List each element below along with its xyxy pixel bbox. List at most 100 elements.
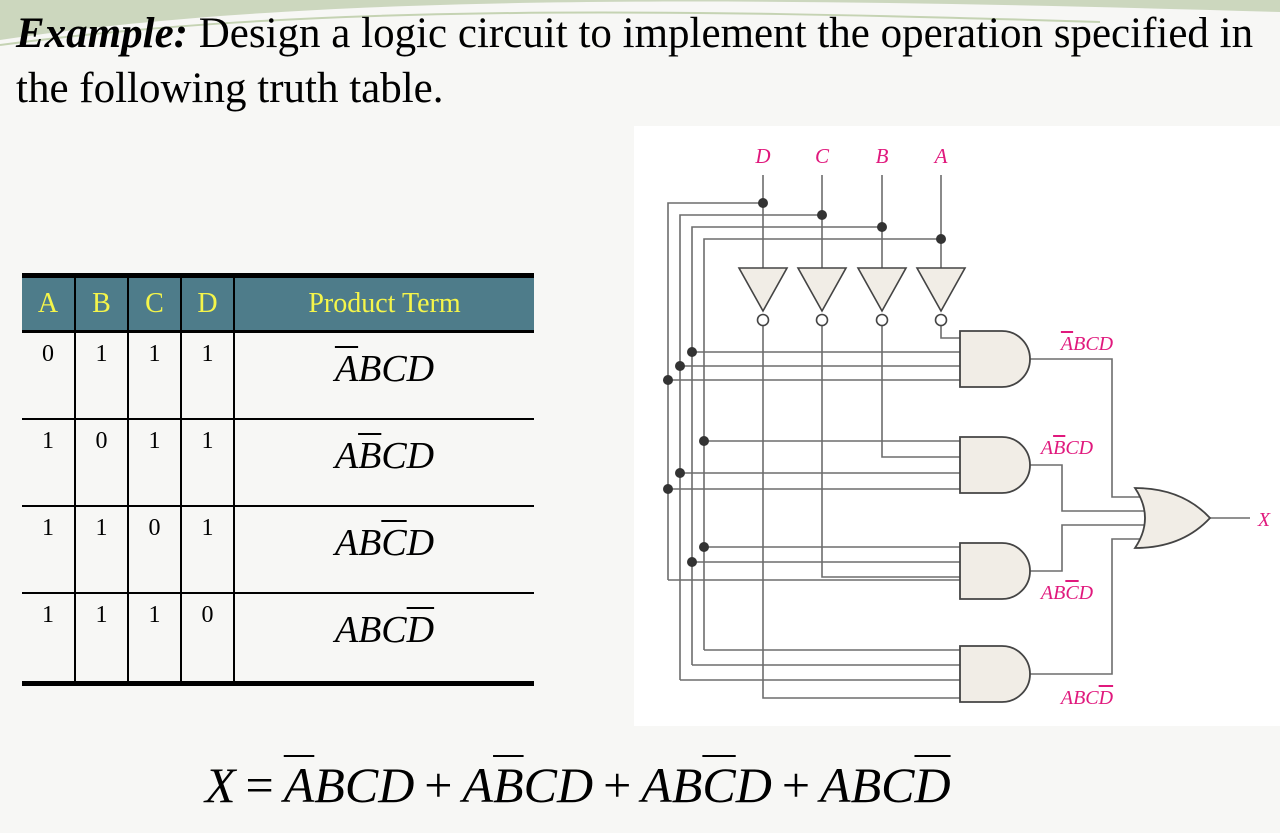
inverters: [737, 267, 967, 327]
header-b: B: [75, 273, 129, 333]
cell-b: 1: [75, 506, 129, 594]
equation-equals: =: [245, 757, 274, 813]
complemented-variable: C: [1065, 582, 1079, 604]
product-term: ABCD: [234, 419, 534, 507]
cell-d: 1: [181, 506, 235, 594]
complemented-variable: B: [358, 435, 382, 477]
cell-c: 1: [128, 593, 182, 686]
variable: AB: [641, 757, 703, 813]
table-row: 1 0 1 1 ABCD: [22, 419, 534, 507]
gate-label-3: ABCD: [1039, 582, 1094, 604]
cell-b: 1: [75, 593, 129, 686]
complemented-variable: D: [406, 609, 435, 651]
header-d: D: [181, 273, 235, 333]
complemented-variable: B: [493, 757, 524, 813]
equation-term-4: ABCD: [820, 757, 951, 813]
variable: D: [406, 522, 435, 564]
product-term: ABCD: [234, 506, 534, 594]
table-row: 1 1 0 1 ABCD: [22, 506, 534, 594]
equation-lhs: X: [205, 757, 236, 813]
cell-c: 1: [128, 419, 182, 507]
variable: AB: [1039, 582, 1065, 604]
product-term: ABCD: [234, 593, 534, 686]
complemented-variable: C: [381, 522, 407, 564]
variable: A: [334, 435, 359, 477]
equation-term-1: ABCD: [284, 757, 415, 813]
variable: ABC: [820, 757, 915, 813]
inverter-b: [856, 267, 908, 313]
product-term: ABCD: [234, 331, 534, 420]
equation-plus: +: [781, 757, 811, 813]
cell-a: 0: [22, 331, 76, 420]
complemented-variable: C: [702, 757, 736, 813]
and-gates: [959, 330, 1031, 703]
cell-c: 0: [128, 506, 182, 594]
variable: A: [1039, 437, 1054, 459]
inverter-c: [796, 267, 848, 313]
inverter-bubble-d: [756, 313, 770, 327]
cell-b: 1: [75, 331, 129, 420]
truth-table: A B C D Product Term 0 1 1 1 ABCD 1 0 1 …: [22, 273, 534, 686]
cell-a: 1: [22, 593, 76, 686]
variable: AB: [334, 522, 382, 564]
slide-title: Example: Design a logic circuit to imple…: [16, 6, 1266, 116]
gate-label-2: ABCD: [1039, 437, 1094, 459]
cell-a: 1: [22, 419, 76, 507]
output-label-x: X: [1257, 509, 1271, 531]
variable: D: [735, 757, 772, 813]
complemented-variable: A: [283, 757, 315, 813]
header-a: A: [22, 273, 76, 333]
equation-term-2: ABCD: [463, 757, 594, 813]
variable: BCD: [1073, 333, 1114, 355]
inverter-a: [915, 267, 967, 313]
title-lead: Example:: [16, 10, 188, 57]
complemented-variable: A: [1059, 333, 1074, 355]
complemented-variable: B: [1053, 437, 1065, 459]
logic-circuit-diagram: D C B A: [663, 144, 1271, 709]
equation-plus: +: [424, 757, 453, 813]
inverter-bubble-a: [934, 313, 948, 327]
truth-table-header-row: A B C D Product Term: [22, 273, 534, 333]
input-label-c: C: [815, 144, 830, 168]
variable: CD: [523, 757, 594, 813]
equation-plus: +: [603, 757, 632, 813]
variable: CD: [1065, 437, 1093, 459]
variable: CD: [381, 435, 435, 477]
or-gate: [1133, 487, 1212, 549]
complemented-variable: D: [1098, 687, 1114, 709]
and-gate-4: [959, 645, 1031, 703]
input-label-d: D: [754, 144, 770, 168]
and-gate-2: [959, 436, 1031, 494]
cell-d: 1: [181, 419, 235, 507]
variable: BCD: [314, 757, 415, 813]
variable: ABC: [1059, 687, 1099, 709]
gate-label-1: ABCD: [1059, 333, 1114, 355]
inverter-bubble-b: [875, 313, 889, 327]
cell-d: 0: [181, 593, 235, 686]
cell-d: 1: [181, 331, 235, 420]
header-product-term: Product Term: [234, 273, 534, 333]
input-label-b: B: [876, 144, 889, 168]
table-row: 1 1 1 0 ABCD: [22, 593, 534, 686]
wiring: [667, 175, 1250, 699]
variable: ABC: [334, 609, 407, 651]
table-row: 0 1 1 1 ABCD: [22, 331, 534, 420]
title-text: Design a logic circuit to implement the …: [16, 10, 1254, 112]
variable: A: [462, 757, 494, 813]
complemented-variable: A: [334, 348, 359, 390]
input-label-a: A: [933, 144, 948, 168]
boolean-equation: X=ABCD+ABCD+ABCD+ABCD: [205, 750, 1205, 820]
gate-label-4: ABCD: [1059, 687, 1114, 709]
inverter-d: [737, 267, 789, 313]
and-gate-1: [959, 330, 1031, 388]
cell-c: 1: [128, 331, 182, 420]
header-c: C: [128, 273, 182, 333]
inverter-bubble-c: [815, 313, 829, 327]
equation-term-3: ABCD: [641, 757, 772, 813]
complemented-variable: D: [914, 757, 951, 813]
variable: D: [1078, 582, 1094, 604]
cell-b: 0: [75, 419, 129, 507]
junction-dots: [663, 198, 946, 567]
variable: BCD: [358, 348, 435, 390]
and-gate-3: [959, 542, 1031, 600]
